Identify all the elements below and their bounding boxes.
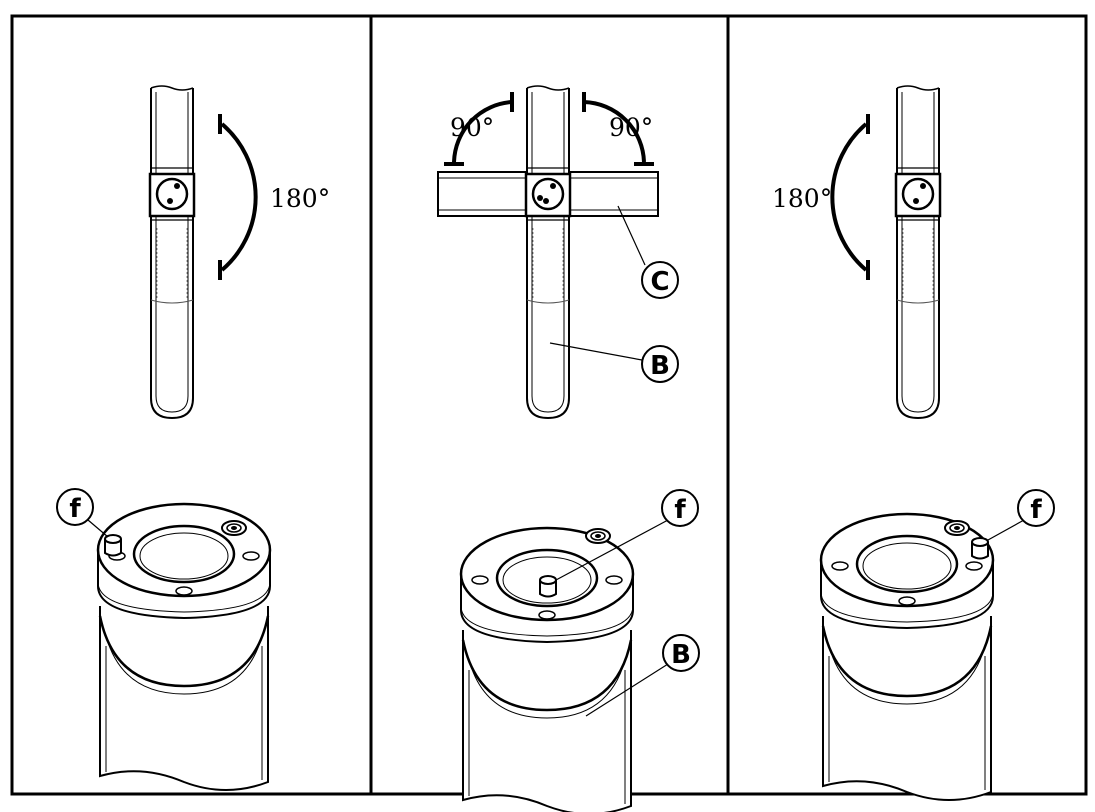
callout-f: f [56,488,109,538]
arm-top-view [148,84,196,420]
angle-label: 180° [772,184,832,213]
screw-head [221,520,247,536]
svg-text:f: f [69,494,81,524]
rotation-arc-90-right [582,92,654,166]
callout-b-base: B [585,634,700,717]
arm-top-view [524,84,572,420]
svg-text:C: C [650,267,669,297]
svg-text:B: B [650,351,670,381]
collar-screw [537,195,543,201]
panel-center: 90° 90° C B f B [437,84,700,812]
screw-head [585,528,611,544]
locating-pin [971,537,989,560]
screw-head [944,520,970,536]
locating-pin [104,534,122,557]
rotation-arc-180 [218,114,258,280]
panel-right: 180° f [772,84,1055,802]
base-perspective-view [819,512,995,802]
base-perspective-view [459,526,635,812]
svg-text:f: f [1030,495,1042,525]
arm-top-view [894,84,942,420]
base-perspective-view [96,502,272,792]
callout-f: f [555,489,699,581]
angle-label: 180° [270,184,330,213]
svg-text:f: f [674,495,686,525]
rotation-arc-180 [830,114,870,280]
callout-b-arm: B [549,342,679,383]
locating-pin [539,575,557,598]
rotation-arc-90-left [444,92,514,166]
callout-f: f [987,489,1055,541]
panel-left: 180° f [56,84,330,792]
angle-label-left: 90° [450,113,494,142]
callout-c: C [617,205,679,299]
svg-text:B: B [671,640,691,670]
angle-label-right: 90° [609,113,653,142]
